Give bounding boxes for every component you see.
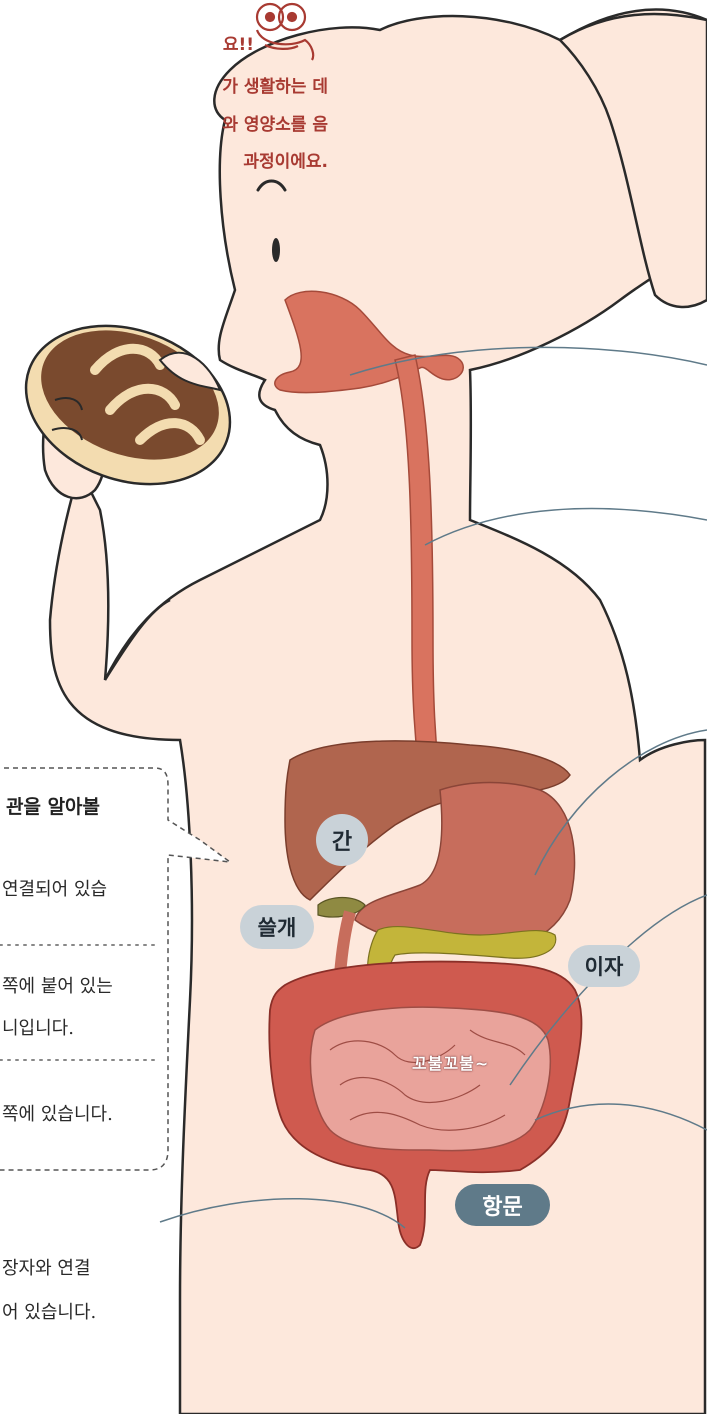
- top-note-line-0: 요!!: [223, 30, 254, 55]
- gurgle-text: 꼬불꼬불~: [412, 1050, 489, 1074]
- liver-label: 간: [316, 814, 368, 866]
- bread: [4, 299, 253, 512]
- top-note-line-3: 과정이에요.: [243, 147, 328, 172]
- anus-label: 항문: [455, 1184, 550, 1226]
- top-note-line-2: 와 영양소를 음: [222, 110, 328, 135]
- gallbladder-label: 쓸개: [240, 905, 314, 949]
- top-note-line-1: 가 생활하는 데: [222, 72, 328, 97]
- anus-caption-line-2: 어 있습니다.: [2, 1298, 96, 1324]
- info-item-2-line-1: 쪽에 붙어 있는: [2, 972, 113, 998]
- body-silhouette: [50, 10, 707, 1414]
- info-item-1: 연결되어 있습: [2, 875, 107, 901]
- top-note: 요!! 가 생활하는 데 와 영양소를 음 과정이에요.: [0, 0, 330, 200]
- info-item-2-line-2: 니입니다.: [2, 1014, 74, 1040]
- pancreas-label: 이자: [568, 945, 640, 987]
- anus-caption-line-1: 장자와 연결: [2, 1254, 91, 1280]
- eye: [272, 238, 280, 262]
- info-item-3: 쪽에 있습니다.: [2, 1100, 113, 1126]
- info-box-title: 관을 알아볼: [6, 792, 100, 819]
